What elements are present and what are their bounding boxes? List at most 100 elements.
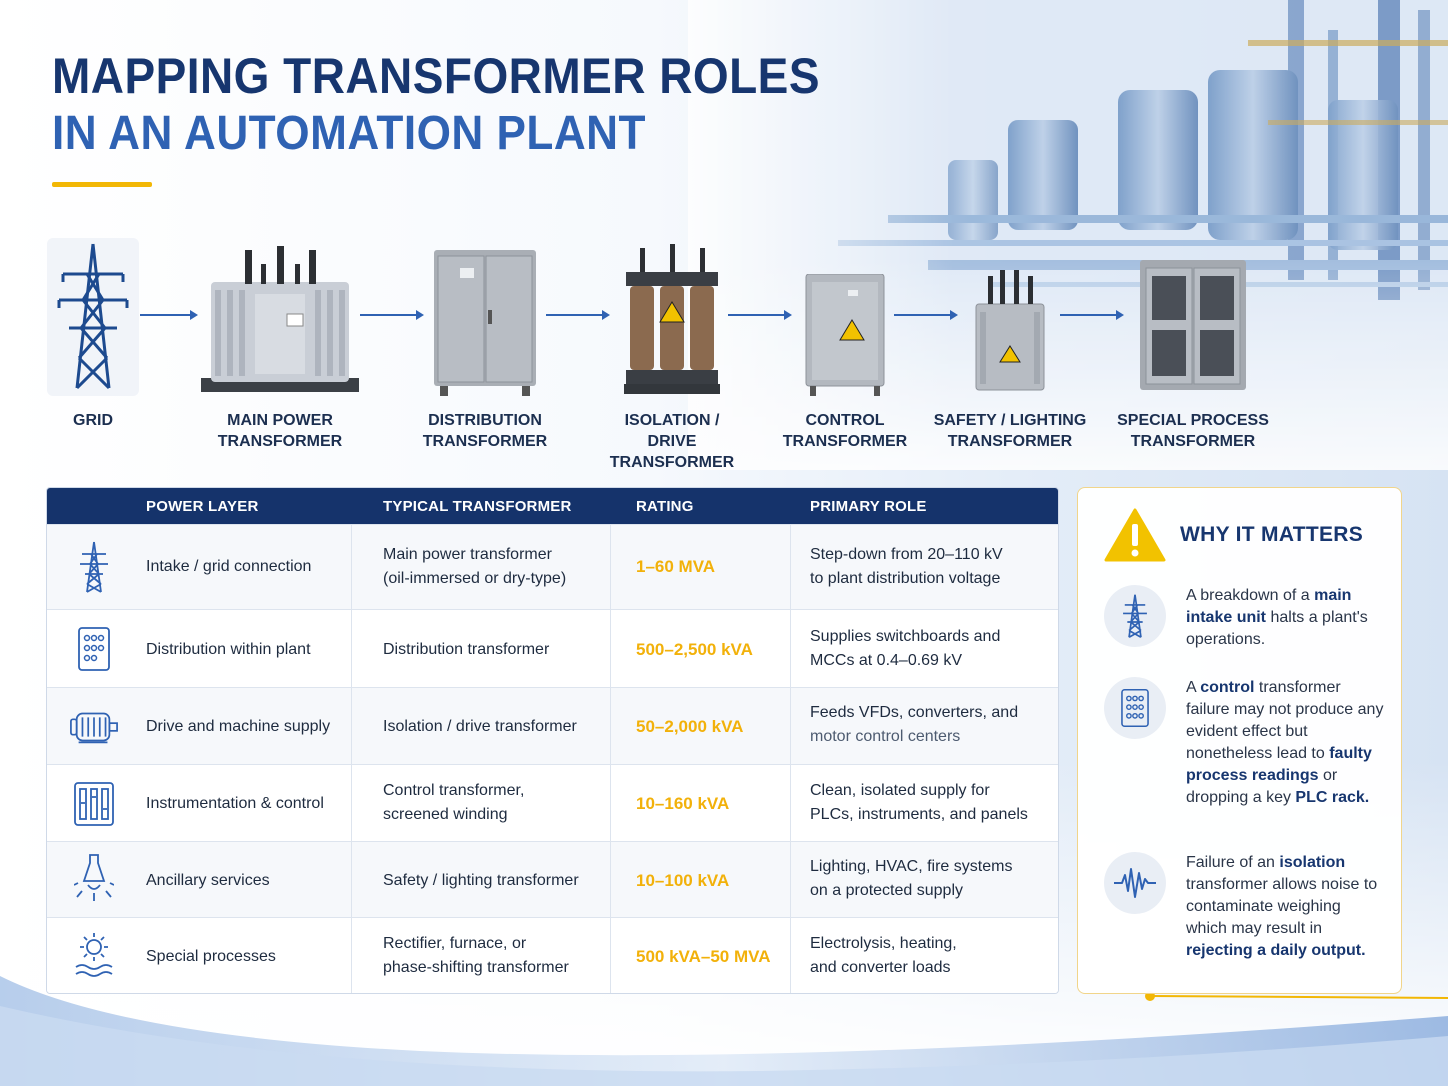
chain-stage-label: GRID (73, 412, 113, 429)
table-header: POWER LAYER TYPICAL TRANSFORMER RATING P… (47, 488, 1058, 524)
primary-role: Clean, isolated supply for (810, 782, 990, 799)
power-layer: Special processes (146, 948, 276, 965)
primary-role: Step-down from 20–110 kV (810, 546, 1003, 563)
table-row: Instrumentation & control Control transf… (47, 764, 1058, 841)
primary-role: on a protected supply (810, 882, 963, 899)
primary-role: motor control centers (810, 728, 961, 745)
transformer-type: phase-shifting transformer (383, 959, 569, 976)
chain-stage-label: DISTRIBUTION TRANSFORMER (422, 412, 548, 450)
body-text: A breakdown of a (1186, 587, 1315, 604)
primary-role: PLCs, instruments, and panels (810, 806, 1028, 823)
title-accent-bar (52, 182, 152, 187)
body-text: Failure of an (1186, 854, 1280, 871)
warning-icon (1104, 508, 1166, 562)
switchboard-icon (78, 627, 110, 671)
body-text: A (1186, 679, 1201, 696)
chain-stage-label: CONTROL TRANSFORMER (782, 412, 908, 450)
arrow-icon (360, 310, 424, 320)
power-layer: Drive and machine supply (146, 718, 331, 735)
rating-value: 10–160 kVA (636, 794, 730, 813)
table-row: Special processes Rectifier, furnace, or… (47, 917, 1058, 993)
transformer-table: POWER LAYER TYPICAL TRANSFORMER RATING P… (46, 487, 1059, 994)
chain-stage-main-power: MAIN POWER TRANSFORMER (200, 236, 360, 452)
emphasis-text: rejecting a daily output. (1186, 942, 1366, 959)
control-panel-icon (74, 782, 114, 826)
chain-stage-label: ISOLATION / DRIVE TRANSFORMER (609, 412, 735, 471)
motor-icon (70, 712, 118, 744)
power-layer: Instrumentation & control (146, 795, 324, 812)
body-text: transformer failure may not produce any … (1186, 679, 1384, 762)
pylon-icon (1123, 594, 1147, 639)
pylon-icon (80, 541, 108, 593)
column-header: TYPICAL TRANSFORMER (383, 498, 572, 515)
column-header: POWER LAYER (146, 498, 259, 515)
pole-transformer-icon (975, 270, 1045, 391)
table-row: Intake / grid connection Main power tran… (47, 524, 1058, 609)
emphasis-text: isolation (1279, 854, 1346, 871)
transformer-type: (oil-immersed or dry-type) (383, 570, 567, 587)
chain-stage-label: MAIN POWER TRANSFORMER (217, 412, 343, 450)
transformer-type: screened winding (383, 806, 508, 823)
arrow-icon (728, 310, 792, 320)
column-header: RATING (636, 498, 694, 515)
rating-value: 500 kVA–50 MVA (636, 947, 771, 966)
chain-stage-distribution: DISTRIBUTION TRANSFORMER (415, 236, 555, 452)
page-title: MAPPING TRANSFORMER ROLES (52, 48, 820, 104)
chain-stage-isolation: ISOLATION / DRIVE TRANSFORMER (586, 236, 758, 473)
rating-value: 500–2,500 kVA (636, 640, 753, 659)
arrow-icon (1060, 310, 1124, 320)
oil-transformer-icon (201, 246, 359, 392)
plant-backdrop-image (688, 0, 1448, 470)
pylon-icon (47, 238, 139, 396)
transformer-type: Safety / lighting transformer (383, 872, 579, 889)
cabinet-icon (434, 250, 536, 396)
power-layer: Distribution within plant (146, 641, 311, 658)
page-subtitle: IN AN AUTOMATION PLANT (52, 107, 646, 160)
chain-stage-label: SPECIAL PROCESS TRANSFORMER (1117, 412, 1269, 450)
why-it-matters-panel: WHY IT MATTERS A breakdown of a main int… (1077, 487, 1402, 994)
transformer-type: Main power transformer (383, 546, 552, 563)
primary-role: and converter loads (810, 959, 951, 976)
transformer-type: Isolation / drive transformer (383, 718, 577, 735)
arrow-icon (546, 310, 610, 320)
chain-stage-control: CONTROL TRANSFORMER (778, 236, 912, 452)
power-layer: Ancillary services (146, 872, 270, 889)
emphasis-text: control (1200, 679, 1255, 696)
header: MAPPING TRANSFORMER ROLES IN AN AUTOMATI… (52, 48, 887, 187)
primary-role: Supplies switchboards and (810, 628, 1001, 645)
large-cabinet-icon (1140, 260, 1246, 390)
chain-stage-safety: SAFETY / LIGHTING TRANSFORMER (932, 236, 1088, 452)
table-row: Distribution within plant Distribution t… (47, 609, 1058, 687)
primary-role: Electrolysis, heating, (810, 935, 957, 952)
small-cabinet-icon (805, 274, 885, 396)
primary-role: MCCs at 0.4–0.69 kV (810, 652, 963, 669)
power-layer: Intake / grid connection (146, 558, 312, 575)
switchboard-icon (1121, 688, 1149, 728)
arrow-icon (140, 310, 198, 320)
table-row: Ancillary services Safety / lighting tra… (47, 841, 1058, 917)
lamp-icon (74, 854, 114, 901)
column-header: PRIMARY ROLE (810, 498, 927, 515)
body-text: or dropping a key (1186, 767, 1338, 806)
arrow-icon (894, 310, 958, 320)
waveform-icon (1114, 868, 1156, 898)
rating-value: 50–2,000 kVA (636, 717, 744, 736)
emphasis-text: PLC rack. (1295, 789, 1370, 806)
transformer-type: Distribution transformer (383, 641, 550, 658)
primary-role: Lighting, HVAC, fire systems (810, 858, 1013, 875)
transformer-type: Control transformer, (383, 782, 525, 799)
transformer-chain: GRID MAIN POWER TRANSFORMER (0, 236, 1448, 471)
primary-role: to plant distribution voltage (810, 570, 1001, 587)
emphasis-text: main intake unit (1186, 587, 1352, 626)
rating-value: 10–100 kVA (636, 871, 730, 890)
matters-text: Failure of an isolation transformer allo… (1186, 852, 1386, 962)
dry-transformer-icon (624, 244, 720, 394)
panel-title: WHY IT MATTERS (1180, 523, 1364, 546)
body-text: halts a plant's operations. (1186, 609, 1368, 648)
heat-process-icon (75, 933, 113, 977)
rating-value: 1–60 MVA (636, 557, 716, 576)
body-text: transformer allows noise to contaminate … (1186, 876, 1378, 937)
transformer-type: Rectifier, furnace, or (383, 935, 527, 952)
table-row: Drive and machine supply Isolation / dri… (47, 687, 1058, 764)
chain-stage-label: SAFETY / LIGHTING TRANSFORMER (933, 412, 1087, 450)
